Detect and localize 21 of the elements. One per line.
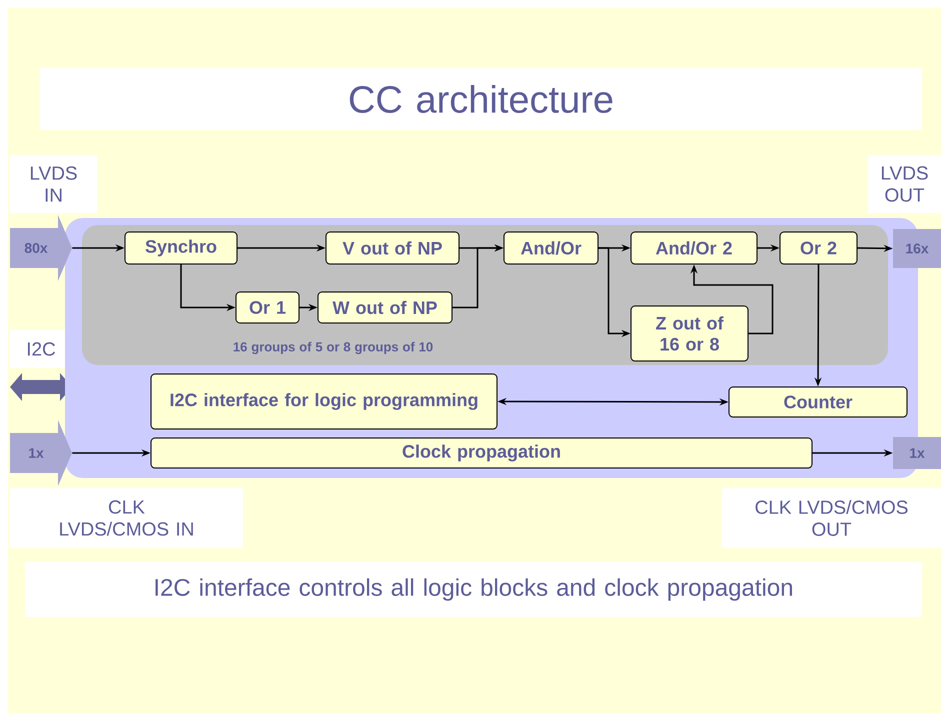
port-label: CLK LVDS/CMOS OUT <box>722 488 941 548</box>
caption-banner: I2C interface controls all logic blocks and clock propagation <box>25 562 922 617</box>
output-chevron: 1x <box>893 437 941 469</box>
logic-block: Synchro <box>124 232 238 264</box>
logic-block: Counter <box>728 386 908 418</box>
output-chevron: 16x <box>893 229 941 268</box>
logic-block: And/Or 2 <box>630 232 758 264</box>
logic-block: And/Or <box>504 232 598 264</box>
input-chevron: 80x <box>10 215 72 281</box>
logic-block: Z out of 16 or 8 <box>630 306 748 362</box>
port-label: CLK LVDS/CMOS IN <box>10 488 243 548</box>
logic-block: W out of NP <box>318 292 452 324</box>
input-chevron: 1x <box>10 420 72 486</box>
logic-block: V out of NP <box>326 232 460 264</box>
logic-block: Clock propagation <box>150 438 812 468</box>
port-label: LVDS OUT <box>868 155 941 213</box>
logic-block: I2C interface for logic programming <box>150 374 498 430</box>
logic-block: Or 2 <box>780 232 858 264</box>
title-banner: CC architecture <box>40 68 922 130</box>
logic-block: Or 1 <box>236 292 300 324</box>
port-label: LVDS IN <box>10 155 97 213</box>
